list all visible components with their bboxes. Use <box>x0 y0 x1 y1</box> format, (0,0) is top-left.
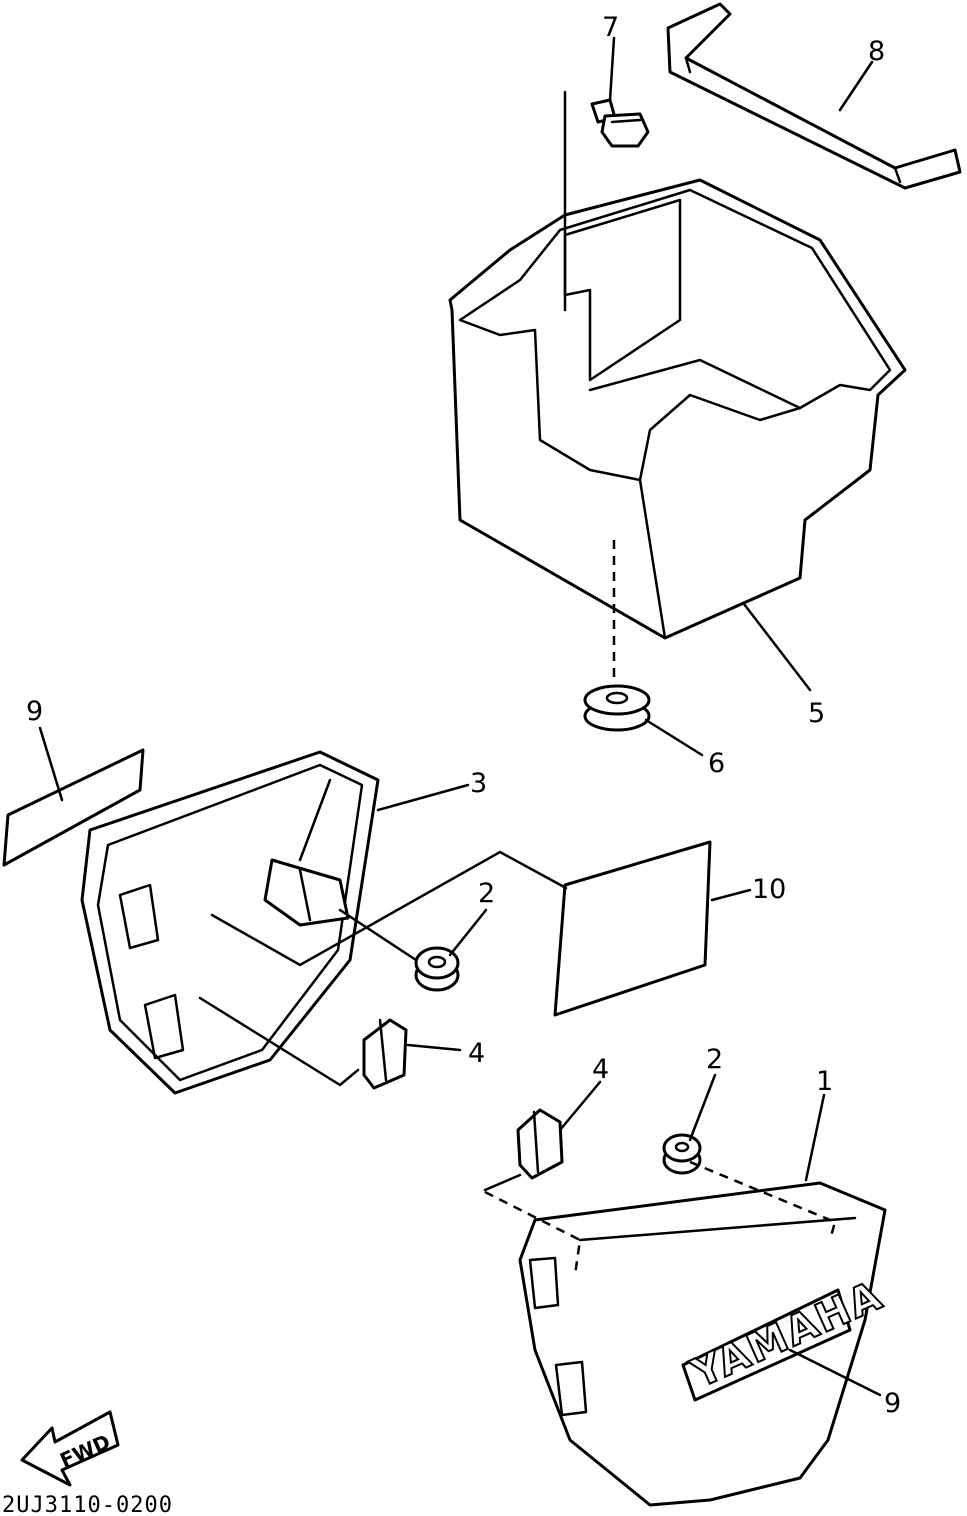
callout-leaders <box>38 36 882 1397</box>
callout-2-upper: 2 <box>478 878 495 909</box>
callout-3: 3 <box>470 768 487 799</box>
callout-8: 8 <box>868 36 885 67</box>
callout-10: 10 <box>752 874 786 905</box>
emblem-sheet-part-9-upper <box>2 748 145 867</box>
damper-sheet-part-10 <box>553 840 712 1017</box>
callout-labels: 7 8 5 6 9 3 2 10 4 4 2 1 9 <box>26 12 901 1419</box>
callout-9-upper: 9 <box>26 696 43 727</box>
callout-1: 1 <box>816 1066 833 1097</box>
callout-9-lower: 9 <box>884 1388 901 1419</box>
damper-part-4-lower <box>516 1108 564 1180</box>
grommet-part-2-upper <box>414 946 460 992</box>
grommet-part-6 <box>583 684 651 732</box>
callout-7: 7 <box>602 12 619 43</box>
callout-5: 5 <box>808 698 825 729</box>
side-cover-left-part-3 <box>80 750 380 1095</box>
arrow-icon <box>20 1410 120 1487</box>
emblem-part-9-lower <box>681 1288 852 1402</box>
battery-box-part-5 <box>448 178 907 640</box>
grommet-part-2-lower <box>662 1133 702 1175</box>
callout-6: 6 <box>708 748 725 779</box>
battery-band-part-8 <box>666 2 962 190</box>
diagram-code: 2UJ3110-0200 <box>2 1493 173 1516</box>
callout-4-lower: 4 <box>592 1054 609 1085</box>
callout-4-upper: 4 <box>468 1038 485 1069</box>
fwd-arrow: FWD <box>20 1410 120 1487</box>
side-cover-right-part-1: YAMAHA <box>518 1181 891 1507</box>
callout-2-lower: 2 <box>706 1044 723 1075</box>
assembly-lines <box>198 90 837 1276</box>
bolt-part-7 <box>590 98 650 148</box>
damper-part-4-upper <box>362 1018 408 1090</box>
